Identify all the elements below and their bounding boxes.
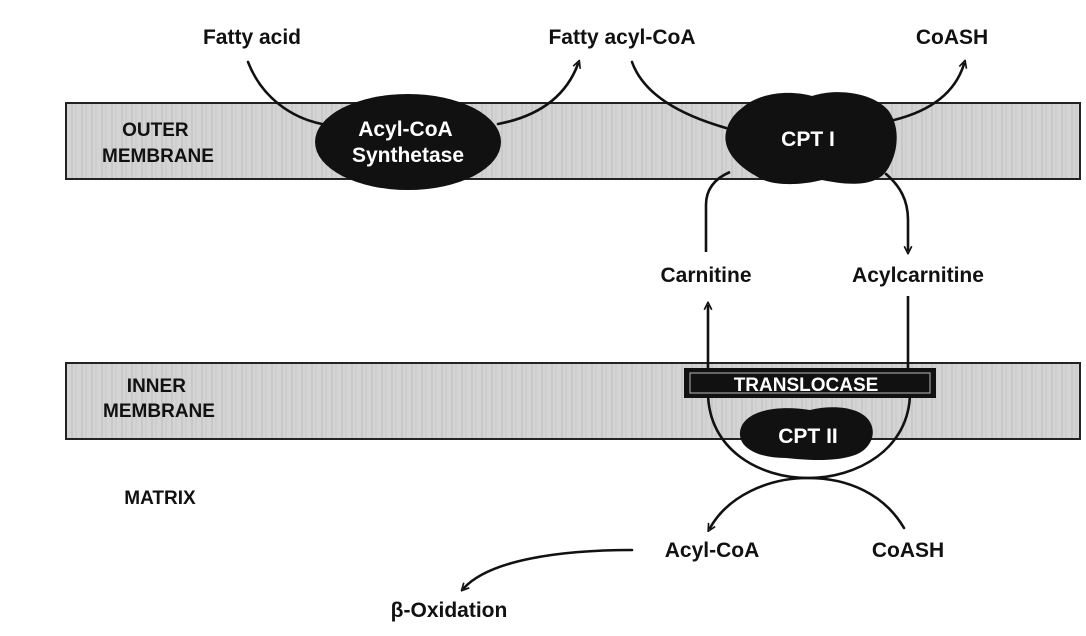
fatty-acid-arrow-in: [246, 60, 324, 126]
translocase-label: TRANSLOCASE: [734, 375, 879, 396]
inner-membrane-label: INNER MEMBRANE: [103, 376, 215, 422]
coash-to-acyl-coa-arrow: [710, 476, 906, 528]
fatty-acyl-coa-arrow-out: [496, 64, 578, 126]
outer-membrane-label: OUTER MEMBRANE: [102, 120, 214, 167]
to-beta-oxidation-arrow: [464, 548, 634, 588]
cpt2-enzyme: [739, 407, 873, 460]
acylcarnitine-label: Acylcarnitine: [852, 264, 984, 287]
coash-matrix-label: CoASH: [872, 539, 944, 562]
carnitine-label: Carnitine: [660, 264, 751, 287]
acyl-coa-synthetase-enzyme: [315, 94, 501, 190]
acyl-coa-label: Acyl-CoA: [665, 539, 760, 562]
fatty-acyl-coa-label: Fatty acyl-CoA: [548, 26, 695, 49]
cpt1-substrate-arrow-in: [630, 60, 728, 130]
beta-oxidation-label: β-Oxidation: [391, 599, 508, 622]
cpt1-to-acylcarnitine-arrow: [884, 172, 908, 250]
cpt2-label: CPT II: [778, 425, 838, 448]
matrix-label: MATRIX: [124, 488, 196, 509]
outer-membrane: [65, 102, 1081, 180]
fatty-acid-label: Fatty acid: [203, 26, 301, 49]
coash-outer-label: CoASH: [916, 26, 988, 49]
coash-outer-arrow-out: [892, 64, 964, 122]
acyl-coa-synthetase-label: Acyl-CoA Synthetase: [352, 118, 464, 167]
carnitine-to-cpt1-line: [704, 170, 731, 252]
cpt1-enzyme: [725, 92, 897, 185]
cpt1-label: CPT I: [781, 128, 835, 151]
